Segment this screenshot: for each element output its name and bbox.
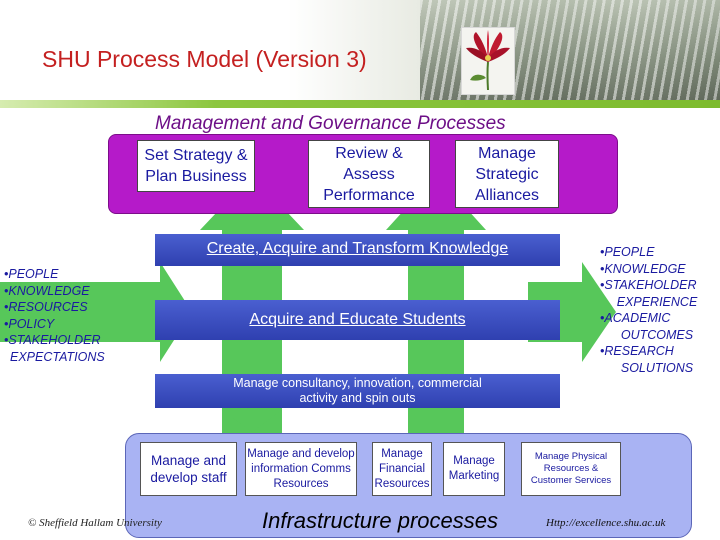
input-item: •PEOPLE — [4, 267, 59, 281]
marketing-box: Manage Marketing — [443, 442, 505, 496]
output-item: •PEOPLE — [600, 245, 655, 259]
output-item: •KNOWLEDGE — [600, 261, 686, 276]
header-divider — [0, 100, 720, 108]
information-comms-box: Manage and develop information Comms Res… — [245, 442, 357, 496]
physical-resources-box: Manage Physical Resources & Customer Ser… — [521, 442, 621, 496]
consultancy-bar: Manage consultancy, innovation, commerci… — [155, 374, 560, 408]
output-item: •STAKEHOLDER — [600, 278, 697, 292]
consultancy-label: Manage consultancy, innovation, commerci… — [233, 376, 482, 405]
knowledge-bar: Create, Acquire and Transform Knowledge — [155, 234, 560, 266]
staff-label: Manage and develop staff — [150, 453, 227, 485]
input-item: •KNOWLEDGE — [4, 283, 90, 298]
knowledge-label: Create, Acquire and Transform Knowledge — [206, 240, 509, 257]
information-comms-label: Manage and develop information Comms Res… — [247, 447, 355, 490]
marketing-label: Manage Marketing — [448, 455, 500, 482]
physical-resources-label: Manage Physical Resources & Customer Ser… — [530, 451, 612, 486]
page-title: SHU Process Model (Version 3) — [42, 46, 367, 72]
review-assess-label: Review & Assess Performance — [323, 144, 415, 204]
input-item: •STAKEHOLDER — [4, 333, 101, 347]
inputs-list: •PEOPLE •KNOWLEDGE •RESOURCES •POLICY •S… — [4, 266, 105, 365]
footer-url[interactable]: Http://excellence.shu.ac.uk — [546, 517, 666, 529]
staff-box: Manage and develop staff — [140, 442, 237, 496]
copyright-text: © Sheffield Hallam University — [28, 517, 162, 529]
output-item: EXPERIENCE — [616, 294, 698, 309]
review-assess-box: Review & Assess Performance — [308, 140, 430, 208]
input-item: •RESOURCES — [4, 300, 88, 314]
flower-image — [462, 28, 514, 94]
strategic-alliances-label: Manage Strategic Alliances — [474, 144, 540, 204]
input-item: •POLICY — [4, 316, 55, 331]
strategic-alliances-box: Manage Strategic Alliances — [455, 140, 559, 208]
students-bar: Acquire and Educate Students — [155, 300, 560, 340]
financial-label: Manage Financial Resources — [374, 447, 430, 490]
students-label: Acquire and Educate Students — [249, 311, 466, 328]
infrastructure-title: Infrastructure processes — [262, 508, 498, 533]
set-strategy-label: Set Strategy & Plan Business — [144, 147, 248, 185]
output-item: OUTCOMES — [620, 327, 694, 342]
output-item: •ACADEMIC — [600, 311, 671, 325]
input-item: EXPECTATIONS — [10, 349, 105, 364]
down-arrow-left — [222, 408, 282, 432]
output-item: •RESEARCH — [600, 344, 674, 358]
outputs-list: •PEOPLE •KNOWLEDGE •STAKEHOLDER EXPERIEN… — [600, 244, 714, 376]
financial-box: Manage Financial Resources — [372, 442, 432, 496]
management-title: Management and Governance Processes — [155, 113, 506, 134]
flower-icon — [462, 28, 514, 94]
output-item: SOLUTIONS — [620, 360, 694, 375]
set-strategy-box: Set Strategy & Plan Business — [137, 140, 255, 192]
input-arrow — [0, 262, 192, 362]
